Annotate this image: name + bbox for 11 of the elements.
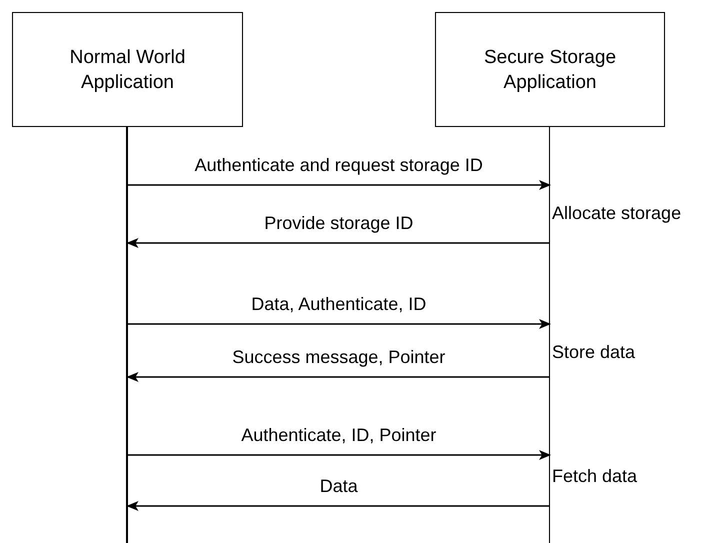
message-arrow (126, 238, 550, 248)
participant-name: Secure Storage Application (482, 46, 618, 94)
note-text: Fetch data (552, 466, 638, 487)
note-text: Store data (552, 342, 636, 363)
message-arrow (128, 180, 551, 190)
note-text: Allocate storage (552, 203, 682, 224)
participant-name: Normal World Application (68, 46, 186, 94)
message-arrow (128, 450, 551, 460)
message-arrow (126, 372, 550, 382)
message-arrow (126, 501, 550, 511)
message-arrow (128, 319, 551, 329)
